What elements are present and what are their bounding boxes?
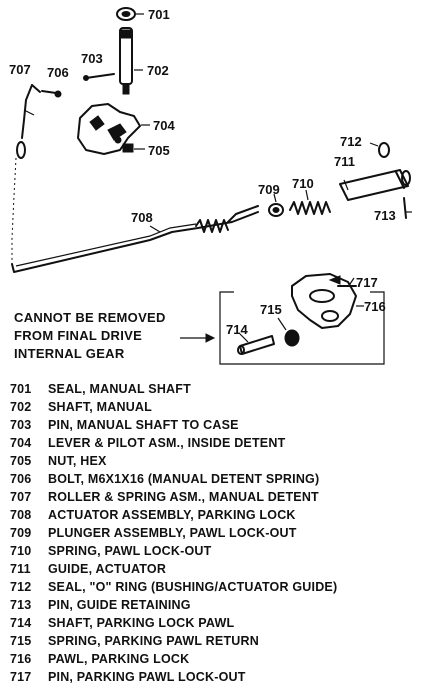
legend-number: 703 bbox=[10, 418, 32, 432]
callout-712: 712 bbox=[340, 134, 362, 149]
legend-number: 712 bbox=[10, 580, 32, 594]
legend-row: 715 SPRING, PARKING PAWL RETURN bbox=[10, 632, 440, 650]
callout-717: 717 bbox=[356, 275, 378, 290]
legend-row: 711 GUIDE, ACTUATOR bbox=[10, 560, 440, 578]
legend-number: 708 bbox=[10, 508, 32, 522]
legend-row: 716 PAWL, PARKING LOCK bbox=[10, 650, 440, 668]
legend-row: 707 ROLLER & SPRING ASM., MANUAL DETENT bbox=[10, 488, 440, 506]
legend-description: PIN, PARKING PAWL LOCK-OUT bbox=[48, 670, 246, 684]
legend-number: 707 bbox=[10, 490, 32, 504]
legend-number: 710 bbox=[10, 544, 32, 558]
part-701-seal bbox=[116, 7, 144, 21]
part-708-actuator-assembly bbox=[11, 205, 259, 273]
legend-row: 713 PIN, GUIDE RETAINING bbox=[10, 596, 440, 614]
part-716-parking-pawl bbox=[291, 273, 364, 329]
callout-708: 708 bbox=[131, 210, 153, 225]
note-line-2: FROM FINAL DRIVE bbox=[14, 328, 142, 343]
note-leader-arrow bbox=[180, 333, 216, 343]
part-713-guide-pin bbox=[403, 197, 412, 219]
part-704-detent-lever bbox=[77, 103, 150, 155]
legend-description: NUT, HEX bbox=[48, 454, 107, 468]
legend-row: 712 SEAL, "O" RING (BUSHING/ACTUATOR GUID… bbox=[10, 578, 440, 596]
callout-715: 715 bbox=[260, 302, 282, 317]
legend-description: SHAFT, PARKING LOCK PAWL bbox=[48, 616, 235, 630]
legend-description: PIN, GUIDE RETAINING bbox=[48, 598, 191, 612]
legend-number: 714 bbox=[10, 616, 32, 630]
legend-description: SPRING, PAWL LOCK-OUT bbox=[48, 544, 212, 558]
legend-row: 714 SHAFT, PARKING LOCK PAWL bbox=[10, 614, 440, 632]
part-714-pawl-shaft bbox=[237, 333, 275, 355]
callout-704: 704 bbox=[153, 118, 175, 133]
part-712-o-ring bbox=[369, 142, 390, 158]
legend-number: 715 bbox=[10, 634, 32, 648]
legend-row: 708 ACTUATOR ASSEMBLY, PARKING LOCK bbox=[10, 506, 440, 524]
legend-number: 713 bbox=[10, 598, 32, 612]
callout-711: 711 bbox=[334, 154, 355, 169]
legend-description: ACTUATOR ASSEMBLY, PARKING LOCK bbox=[48, 508, 296, 522]
legend-number: 709 bbox=[10, 526, 32, 540]
part-710-spring bbox=[289, 189, 331, 215]
part-717-lockout-pin bbox=[328, 275, 357, 287]
legend-number: 717 bbox=[10, 670, 32, 684]
callout-702: 702 bbox=[147, 63, 169, 78]
callout-709: 709 bbox=[258, 182, 280, 197]
legend-description: LEVER & PILOT ASM., INSIDE DETENT bbox=[48, 436, 286, 450]
legend-number: 701 bbox=[10, 382, 32, 396]
callout-713: 713 bbox=[374, 208, 396, 223]
callout-706: 706 bbox=[47, 65, 69, 80]
note-line-3: INTERNAL GEAR bbox=[14, 346, 125, 361]
legend-row: 703 PIN, MANUAL SHAFT TO CASE bbox=[10, 416, 440, 434]
parts-legend: 701 SEAL, MANUAL SHAFT 702 SHAFT, MANUAL 7… bbox=[10, 380, 440, 686]
legend-number: 716 bbox=[10, 652, 32, 666]
legend-description: SEAL, MANUAL SHAFT bbox=[48, 382, 191, 396]
callout-701: 701 bbox=[148, 7, 170, 22]
legend-description: PLUNGER ASSEMBLY, PAWL LOCK-OUT bbox=[48, 526, 297, 540]
legend-row: 705 NUT, HEX bbox=[10, 452, 440, 470]
note-line-1: CANNOT BE REMOVED bbox=[14, 310, 166, 325]
part-707-roller-spring bbox=[16, 84, 41, 159]
legend-description: PAWL, PARKING LOCK bbox=[48, 652, 190, 666]
legend-row: 702 SHAFT, MANUAL bbox=[10, 398, 440, 416]
assembly-guide-line bbox=[11, 157, 17, 266]
part-715-return-spring bbox=[277, 317, 300, 347]
legend-row: 709 PLUNGER ASSEMBLY, PAWL LOCK-OUT bbox=[10, 524, 440, 542]
callout-707: 707 bbox=[9, 62, 31, 77]
inset-frame bbox=[219, 291, 385, 365]
legend-number: 711 bbox=[10, 562, 31, 576]
callout-716: 716 bbox=[364, 299, 386, 314]
legend-description: SPRING, PARKING PAWL RETURN bbox=[48, 634, 259, 648]
legend-description: BOLT, M6X1X16 (MANUAL DETENT SPRING) bbox=[48, 472, 320, 486]
legend-description: SEAL, "O" RING (BUSHING/ACTUATOR GUIDE) bbox=[48, 580, 338, 594]
part-709-plunger bbox=[268, 193, 284, 217]
legend-number: 704 bbox=[10, 436, 32, 450]
legend-number: 705 bbox=[10, 454, 32, 468]
part-703-pin bbox=[83, 73, 115, 81]
part-706-bolt bbox=[41, 90, 62, 98]
exploded-parts-diagram: 701 702 703 707 706 704 705 bbox=[9, 7, 412, 365]
legend-row: 701 SEAL, MANUAL SHAFT bbox=[10, 380, 440, 398]
legend-row: 706 BOLT, M6X1X16 (MANUAL DETENT SPRING) bbox=[10, 470, 440, 488]
legend-row: 704 LEVER & PILOT ASM., INSIDE DETENT bbox=[10, 434, 440, 452]
legend-description: SHAFT, MANUAL bbox=[48, 400, 152, 414]
legend-description: GUIDE, ACTUATOR bbox=[48, 562, 167, 576]
legend-number: 706 bbox=[10, 472, 32, 486]
callout-703: 703 bbox=[81, 51, 103, 66]
legend-number: 702 bbox=[10, 400, 32, 414]
legend-description: PIN, MANUAL SHAFT TO CASE bbox=[48, 418, 239, 432]
callout-710: 710 bbox=[292, 176, 314, 191]
callout-714: 714 bbox=[226, 322, 248, 337]
legend-row: 717 PIN, PARKING PAWL LOCK-OUT bbox=[10, 668, 440, 686]
legend-row: 710 SPRING, PAWL LOCK-OUT bbox=[10, 542, 440, 560]
part-702-manual-shaft bbox=[119, 27, 143, 95]
part-705-nut bbox=[122, 143, 145, 153]
part-711-actuator-guide bbox=[339, 169, 411, 201]
legend-description: ROLLER & SPRING ASM., MANUAL DETENT bbox=[48, 490, 319, 504]
callout-705: 705 bbox=[148, 143, 170, 158]
